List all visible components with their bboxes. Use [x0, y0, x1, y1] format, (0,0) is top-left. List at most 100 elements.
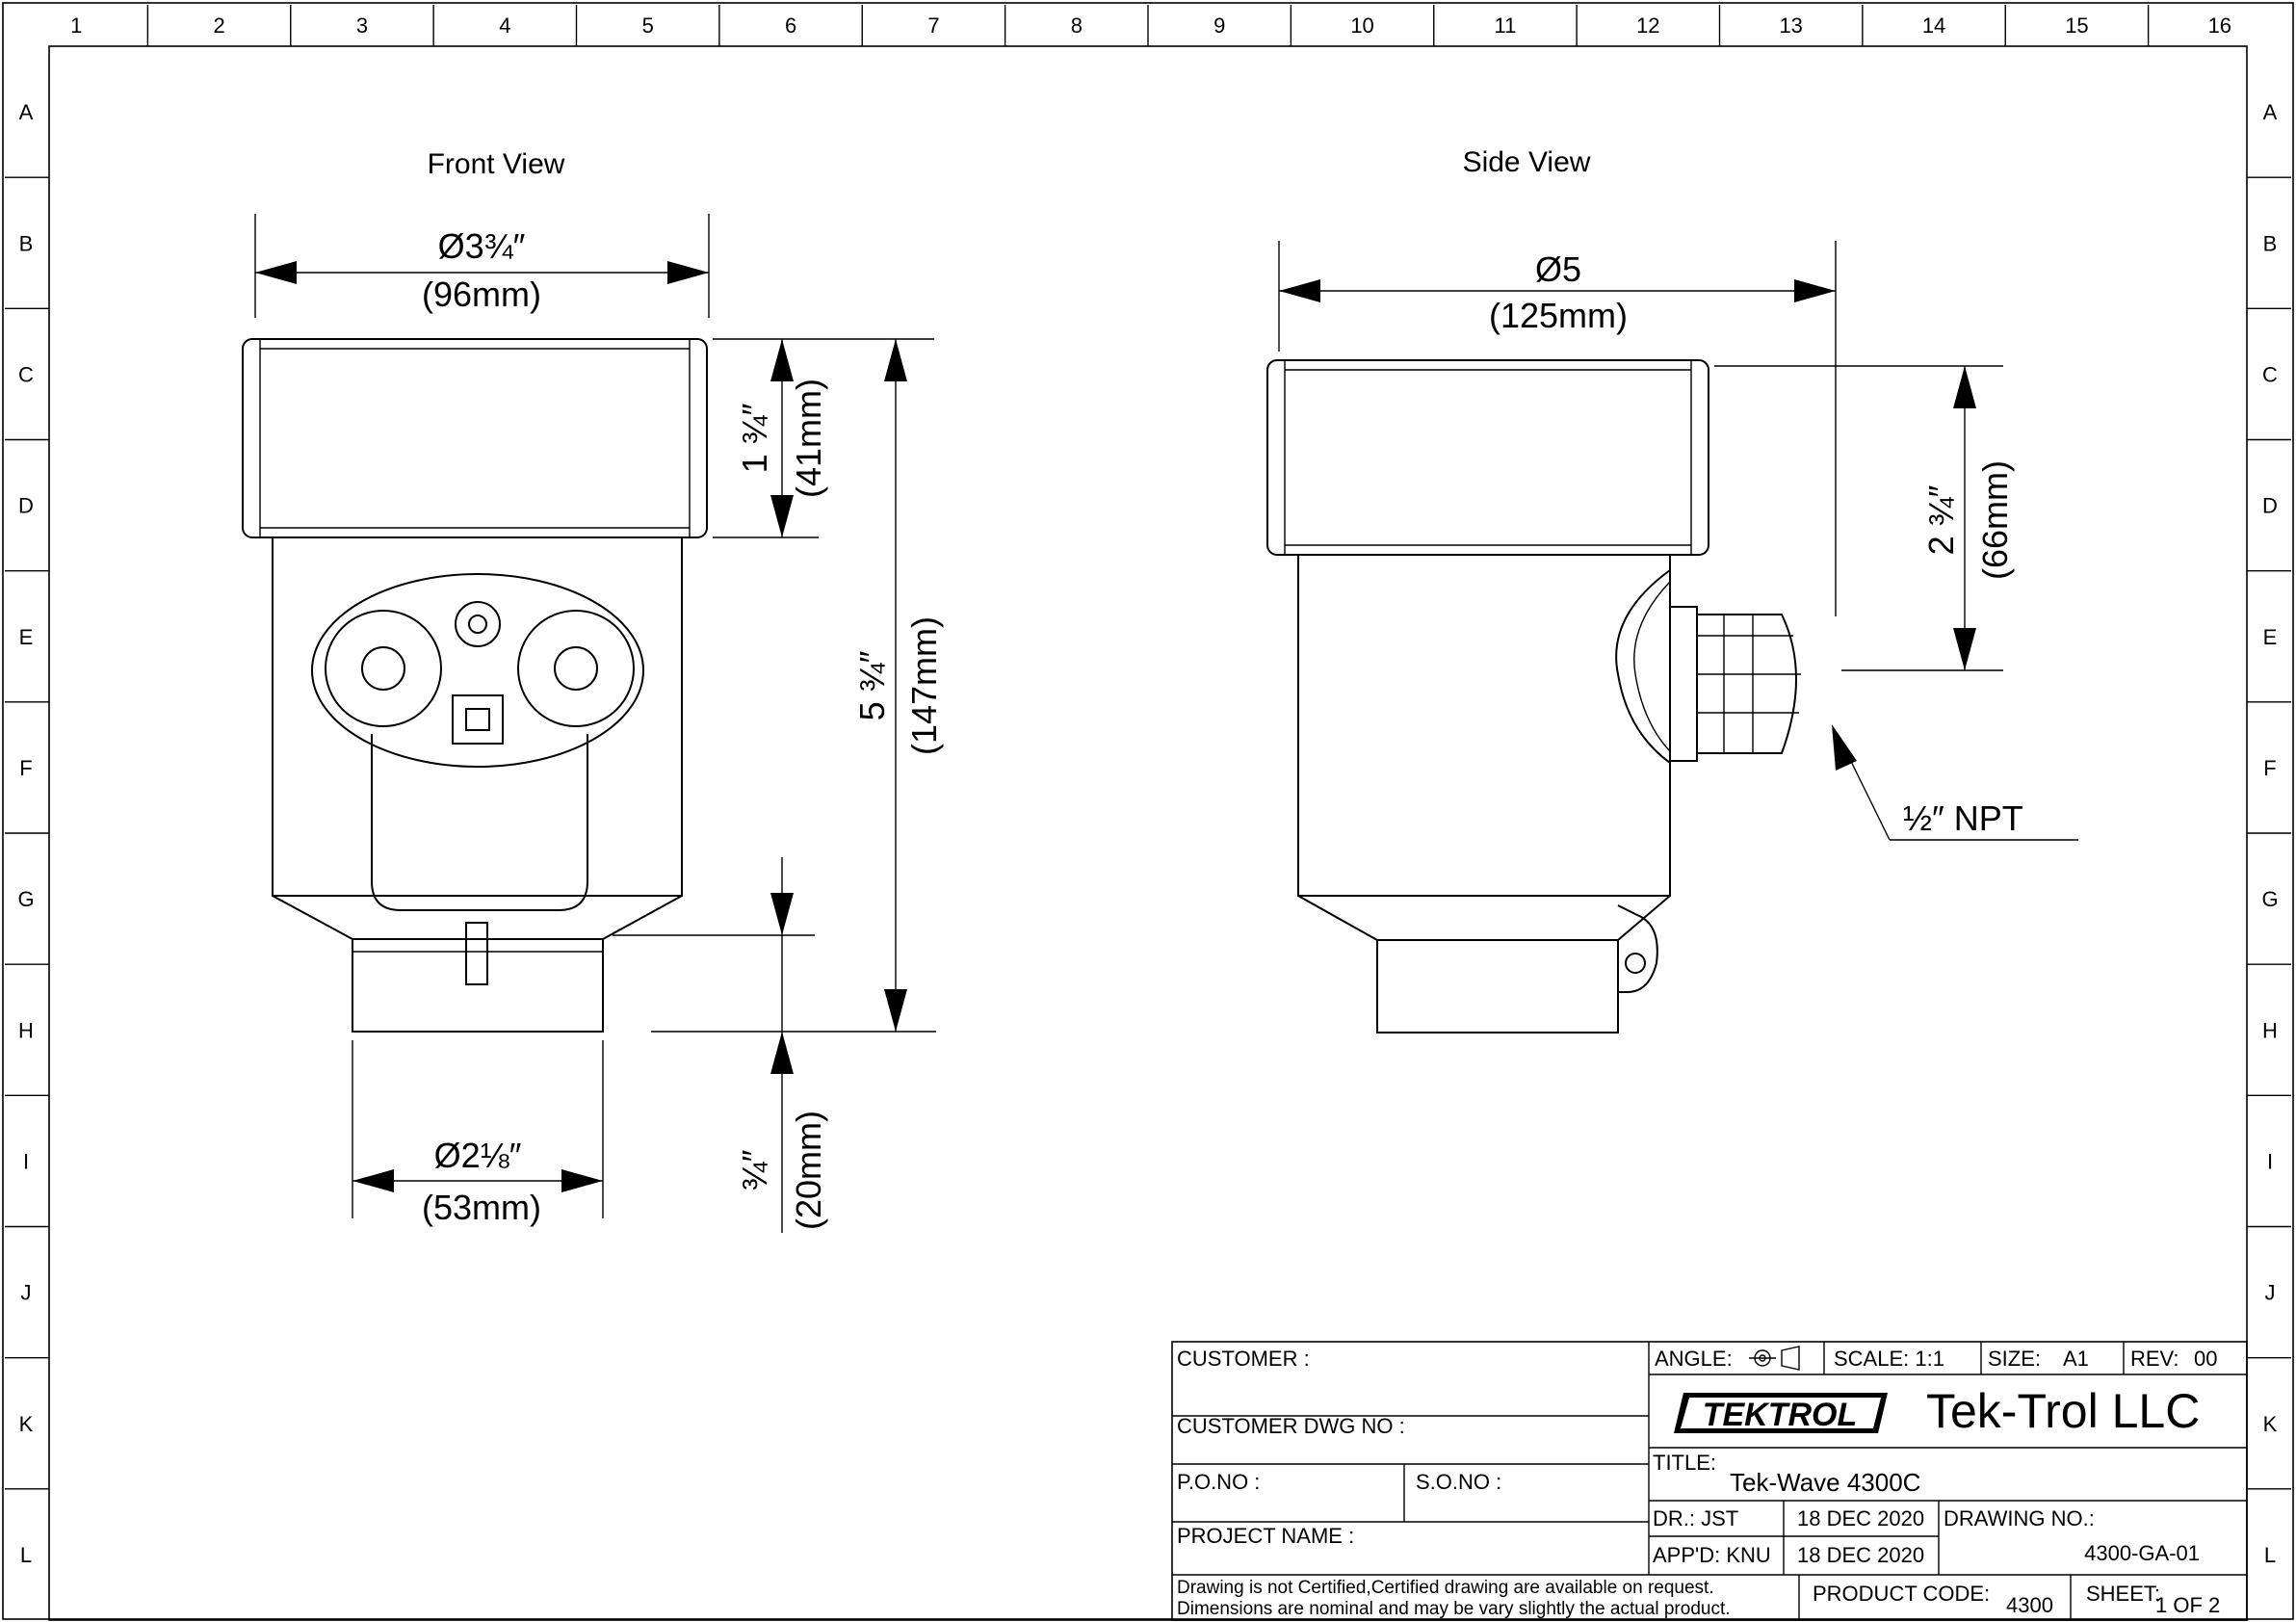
grid-row-label: C: [18, 362, 34, 386]
front-view-title: Front View: [428, 148, 565, 180]
side-cover: [1615, 569, 1671, 764]
grid-column-label: 9: [1213, 13, 1225, 38]
grid-column-label: 3: [356, 13, 368, 38]
size-label: SIZE:: [1988, 1347, 2041, 1371]
grid-row-label: F: [19, 756, 32, 780]
front-bottom-dia-mm: (53mm): [422, 1188, 541, 1227]
front-top-dia-mm: (96mm): [422, 275, 541, 314]
title-value: Tek-Wave 4300C: [1730, 1468, 1920, 1497]
drawing-no-label: DRAWING NO.:: [1944, 1506, 2095, 1530]
project-name-label: PROJECT NAME :: [1177, 1524, 1354, 1548]
grid-row-label: A: [2263, 100, 2278, 124]
grid-column-label: 4: [499, 13, 510, 38]
left-transducer-outer: [325, 610, 442, 727]
grid-row-label: K: [19, 1412, 34, 1436]
grid-row-label: H: [18, 1018, 34, 1042]
grid-column-label: 15: [2065, 13, 2088, 38]
drawing-no-value: 4300-GA-01: [2084, 1541, 2200, 1565]
transducer-oval: [311, 573, 644, 768]
grid-row-label: L: [2264, 1543, 2276, 1567]
grid-column-label: 5: [642, 13, 654, 38]
grid-row-label: D: [2262, 494, 2278, 518]
side-housing: [1297, 555, 1671, 897]
front-view: Front View Ø3¾″ (96mm): [242, 148, 944, 1233]
cable-gland-nut: [1697, 614, 1797, 754]
grid-column-label: 10: [1350, 13, 1373, 38]
side-gland-height: 2 ¾″: [1921, 484, 1961, 555]
grid-column-label: 8: [1071, 13, 1083, 38]
product-code-value: 4300: [2006, 1593, 2053, 1617]
grid-column-label: 16: [2208, 13, 2231, 38]
grid-column-label: 1: [70, 13, 82, 38]
grid-row-label: H: [2262, 1018, 2278, 1042]
company-name: Tek-Trol LLC: [1926, 1384, 2200, 1438]
sheet-value: 1 OF 2: [2155, 1593, 2220, 1617]
side-gland-height-mm: (66mm): [1975, 460, 2015, 580]
grid-column-label: 13: [1779, 13, 1802, 38]
side-top-dia-mm: (125mm): [1489, 296, 1628, 335]
cable-gland-base: [1669, 606, 1698, 762]
grid-row-label: B: [19, 231, 34, 255]
side-cap: [1266, 359, 1709, 556]
front-cap-height-mm: (41mm): [789, 379, 828, 498]
right-transducer-inner: [554, 646, 598, 691]
po-no-label: P.O.NO :: [1177, 1470, 1260, 1494]
side-thread-label: ½″ NPT: [1903, 798, 2023, 838]
scale-label: SCALE: 1:1: [1834, 1347, 1944, 1371]
front-total-height-mm: (147mm): [904, 616, 944, 755]
front-bottom-height: ¾″: [735, 1149, 774, 1190]
grid-row-label: E: [2263, 625, 2278, 649]
front-cap-height: 1 ¾″: [735, 403, 774, 473]
grid-row-label: E: [19, 625, 34, 649]
title-label: TITLE:: [1653, 1451, 1716, 1475]
front-tab: [465, 922, 488, 985]
side-top-dia: Ø5: [1535, 249, 1581, 289]
grid-row-label: I: [2267, 1149, 2273, 1173]
grid-row-label: F: [2263, 756, 2276, 780]
grid-row-label: J: [2265, 1281, 2276, 1305]
title-block: CUSTOMER : CUSTOMER DWG NO : P.O.NO : S.…: [1171, 1341, 2248, 1621]
grid-row-label: G: [17, 887, 34, 911]
left-transducer-inner: [361, 646, 405, 691]
side-view-title: Side View: [1463, 146, 1591, 178]
front-housing: [272, 537, 683, 897]
front-total-height: 5 ¾″: [852, 650, 892, 720]
button-square: [452, 694, 504, 745]
grid-row-label: G: [2261, 887, 2278, 911]
grid-row-label: I: [23, 1149, 29, 1173]
customer-dwg-label: CUSTOMER DWG NO :: [1177, 1414, 1405, 1438]
side-view: Side View Ø5 (125mm): [1266, 146, 2078, 1033]
so-no-label: S.O.NO :: [1416, 1470, 1501, 1494]
approved-date: 18 DEC 2020: [1797, 1543, 1924, 1567]
logo-text: TEKTROL: [1703, 1397, 1858, 1433]
grid-row-label: D: [18, 494, 34, 518]
grid-row-label: B: [2263, 231, 2278, 255]
projection-symbol-icon: [1749, 1346, 1800, 1371]
drawn-date: 18 DEC 2020: [1797, 1506, 1924, 1530]
grid-column-label: 11: [1495, 13, 1517, 38]
side-nozzle: [1376, 939, 1619, 1033]
grid-row-label: J: [21, 1281, 32, 1305]
sheet-label: SHEET:: [2086, 1582, 2160, 1606]
front-bottom-height-mm: (20mm): [789, 1111, 828, 1230]
customer-label: CUSTOMER :: [1177, 1347, 1310, 1371]
rev-label: REV:: [2130, 1347, 2179, 1371]
grid-column-label: 12: [1636, 13, 1659, 38]
angle-label: ANGLE:: [1655, 1347, 1733, 1371]
drawn-by: DR.: JST: [1653, 1506, 1738, 1530]
grid-column-label: 6: [785, 13, 796, 38]
rev-value: 00: [2194, 1347, 2217, 1371]
product-code-label: PRODUCT CODE:: [1813, 1582, 1990, 1606]
tektrol-logo: TEKTROL: [1674, 1393, 1888, 1433]
right-transducer-outer: [517, 610, 635, 727]
grid-row-label: L: [20, 1543, 32, 1567]
grid-column-label: 14: [1922, 13, 1945, 38]
led-indicator: [455, 601, 501, 647]
front-cap: [242, 338, 708, 538]
approved-by: APP'D: KNU: [1653, 1543, 1771, 1567]
note-line-2: Dimensions are nominal and may be vary s…: [1177, 1599, 1731, 1619]
